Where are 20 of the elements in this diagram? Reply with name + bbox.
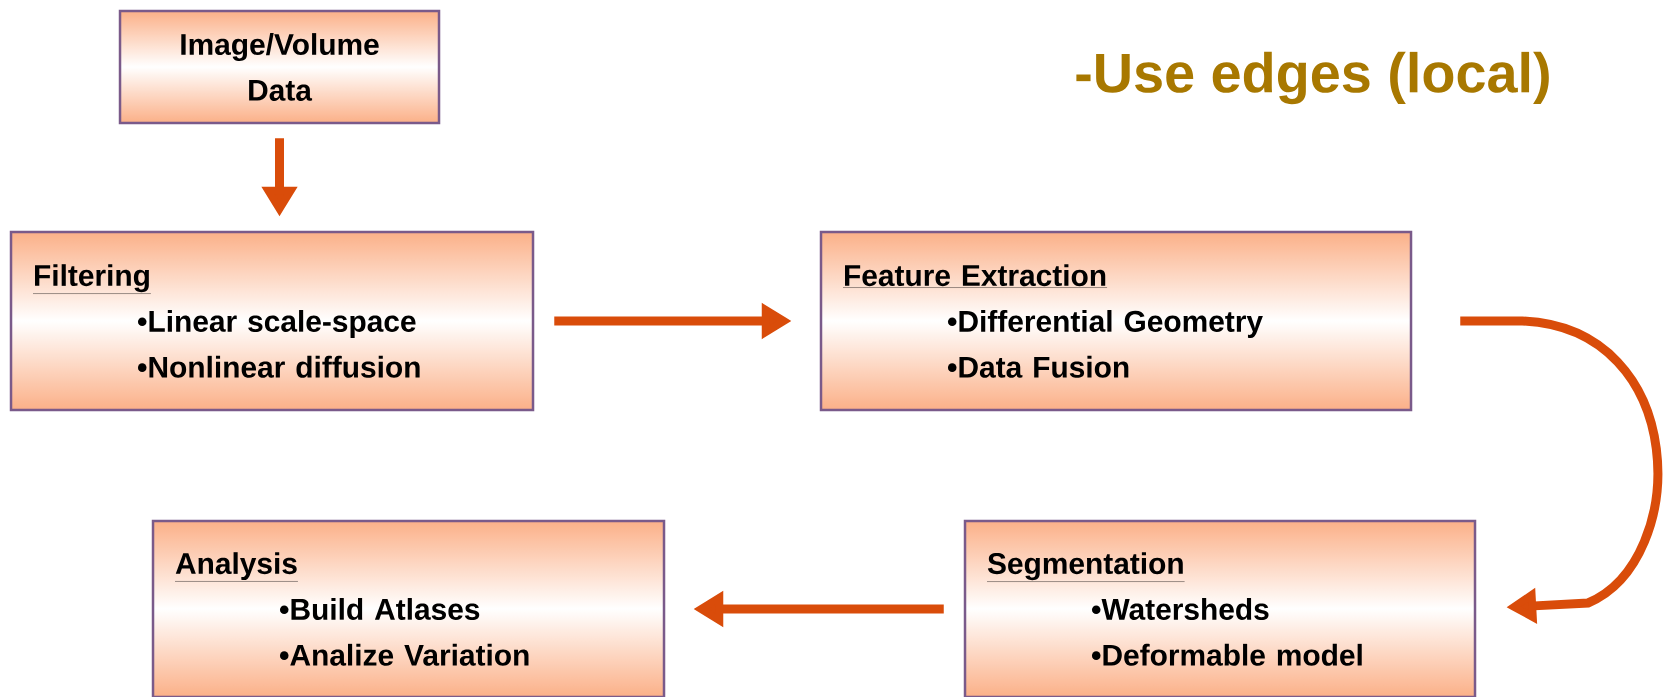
- box-heading: Analysis: [174, 552, 299, 582]
- box-heading: Segmentation: [986, 552, 1185, 582]
- bullet-item: •Data Fusion: [947, 355, 1129, 378]
- arrow: [1460, 316, 1662, 624]
- box-label: Image/Volume Data: [181, 33, 379, 101]
- bullet-item: •Nonlinear diffusion: [137, 355, 420, 378]
- bullet-item: •Linear scale-space: [137, 310, 416, 338]
- bullet-item: •Build Atlases: [279, 598, 480, 620]
- box-heading: Feature Extraction: [842, 264, 1108, 288]
- bullet-item: •Deformable model: [1091, 643, 1362, 666]
- box-heading: Filtering: [32, 264, 152, 294]
- process-box: [819, 230, 1413, 412]
- bullet-item: •Differential Geometry: [947, 310, 1263, 338]
- bullet-item: •Analize Variation: [279, 643, 529, 666]
- process-box: [151, 519, 666, 697]
- process-box: [9, 230, 535, 412]
- bullet-item: •Watersheds: [1091, 598, 1269, 620]
- process-box: [963, 519, 1477, 697]
- process-box: [118, 9, 441, 125]
- note-text: -Use edges (local): [1076, 51, 1549, 105]
